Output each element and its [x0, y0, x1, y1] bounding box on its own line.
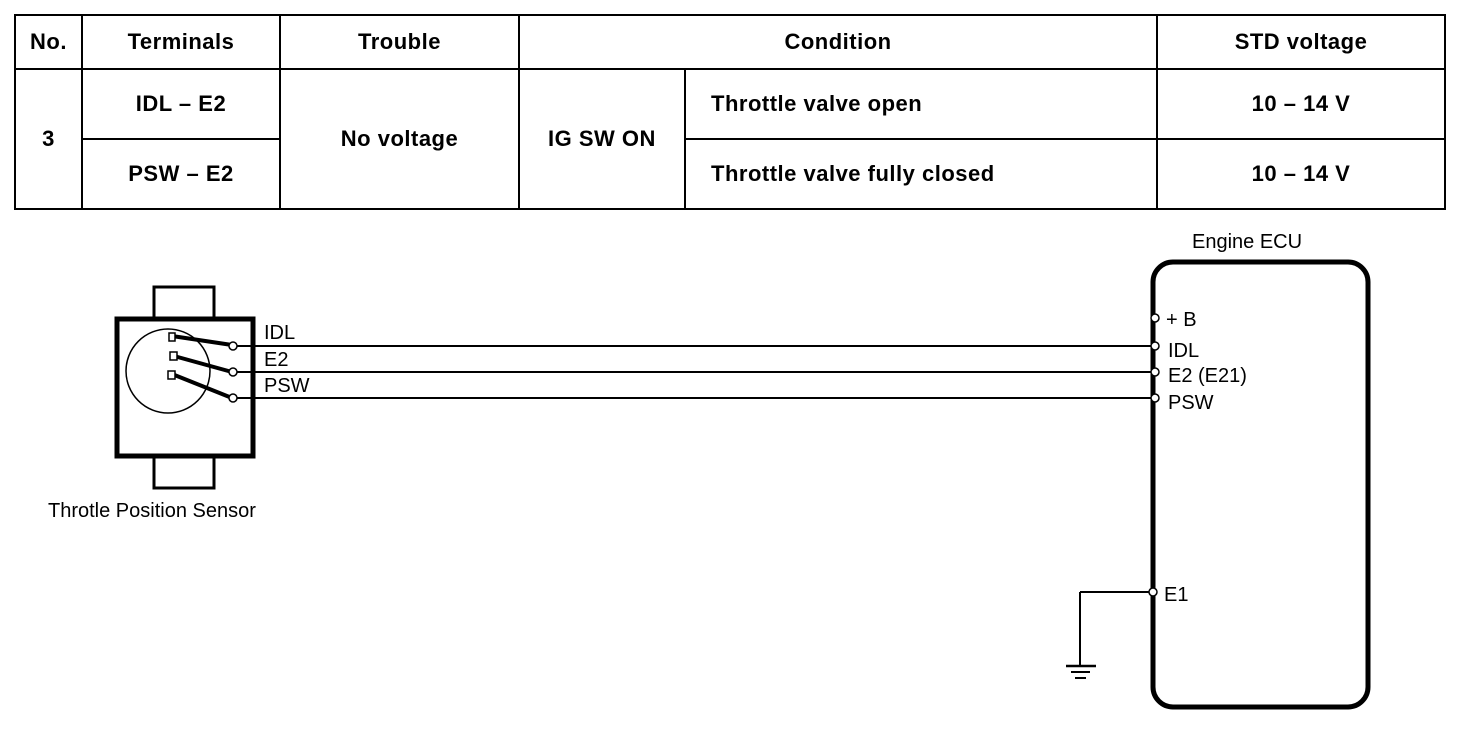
wire-harness	[237, 345, 1151, 399]
cell-voltage-1: 10 – 14 V	[1156, 68, 1447, 140]
cell-condition-2: Throttle valve fully closed	[683, 138, 1159, 210]
cell-no: 3	[14, 68, 83, 210]
ecu-pin-e1: E1	[1164, 584, 1188, 606]
header-trouble: Trouble	[279, 14, 520, 70]
table-row: PSW – E2 Throttle valve fully closed 10 …	[15, 138, 1447, 210]
cell-voltage-2: 10 – 14 V	[1156, 138, 1447, 210]
ground-icon	[1066, 591, 1149, 679]
header-condition: Condition	[517, 14, 1159, 70]
cell-condition-main: IG SW ON	[518, 68, 686, 210]
ecu-title: Engine ECU	[1192, 231, 1302, 253]
cell-terminals-1: IDL – E2	[81, 68, 281, 140]
sensor-terminal-psw: PSW	[264, 375, 310, 397]
throttle-position-sensor	[114, 285, 256, 490]
ecu-pin-b: + B	[1166, 309, 1197, 331]
ecu-pin-psw: PSW	[1168, 392, 1214, 414]
table-header-row: No. Terminals Trouble Condition STD volt…	[14, 14, 1447, 70]
header-no: No.	[14, 14, 83, 70]
ecu-pins	[1148, 313, 1160, 597]
engine-ecu-box	[1150, 259, 1371, 710]
sensor-terminal-e2: E2	[264, 349, 288, 371]
spec-table: No. Terminals Trouble Condition STD volt…	[14, 14, 1447, 210]
sensor-terminal-idl: IDL	[264, 322, 295, 344]
sensor-label: Throtle Position Sensor	[48, 500, 256, 522]
cell-terminals-2: PSW – E2	[81, 138, 281, 210]
header-terminals: Terminals	[81, 14, 281, 70]
header-std-voltage: STD voltage	[1156, 14, 1447, 70]
cell-trouble: No voltage	[279, 68, 520, 210]
cell-condition-1: Throttle valve open	[683, 68, 1159, 140]
ecu-pin-idl: IDL	[1168, 340, 1199, 362]
ecu-pin-e2: E2 (E21)	[1168, 365, 1247, 387]
table-row: 3 IDL – E2 No voltage IG SW ON Throttle …	[14, 68, 1447, 210]
